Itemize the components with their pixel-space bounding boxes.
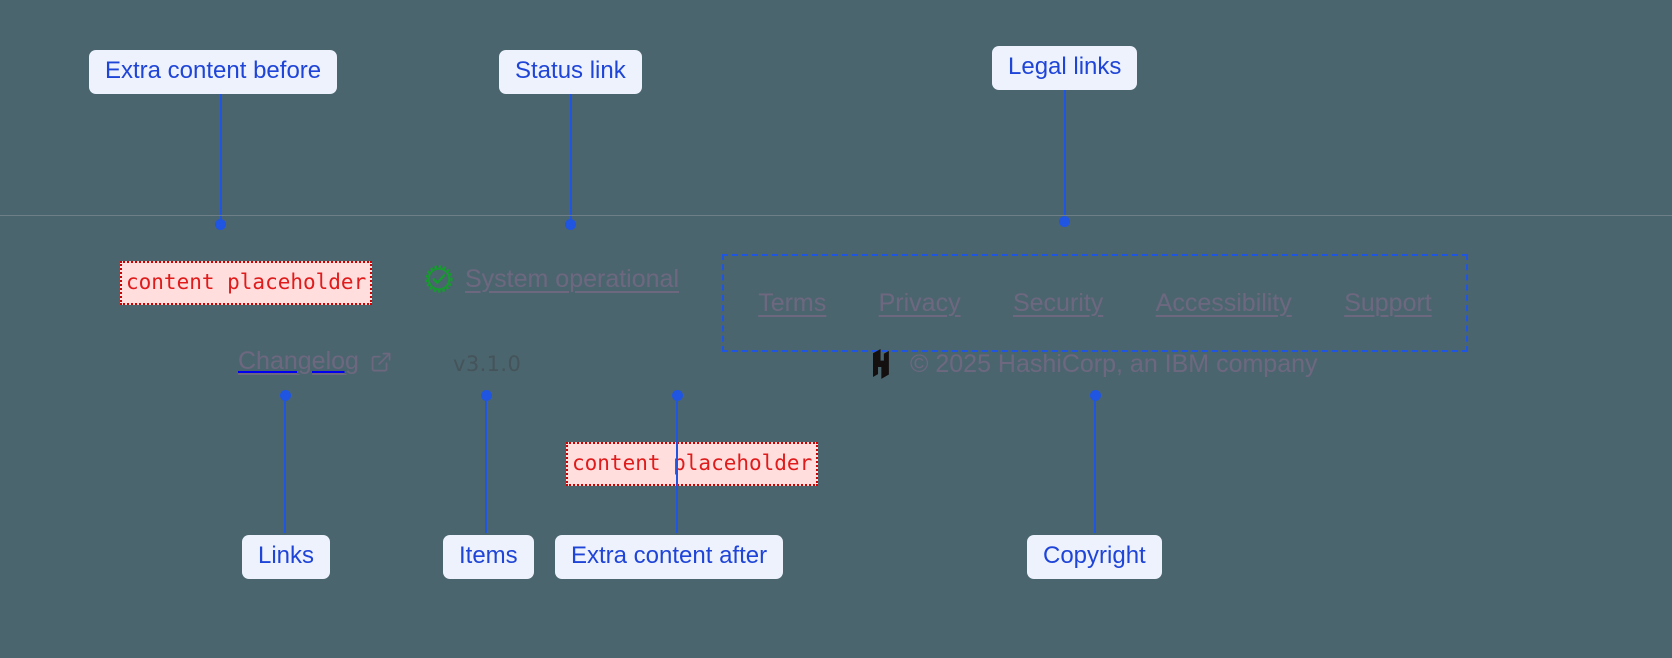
leader-dot-copyright <box>1090 390 1101 401</box>
legal-link-privacy[interactable]: Privacy <box>878 288 961 317</box>
copyright: © 2025 HashiCorp, an IBM company <box>866 348 1318 380</box>
leader-line-legal-links <box>1064 84 1066 221</box>
legal-links-list: Terms Privacy Security Accessibility Sup… <box>722 264 1468 342</box>
leader-line-status-link <box>570 88 572 224</box>
callout-items: Items <box>443 535 534 579</box>
callout-status-link: Status link <box>499 50 642 94</box>
callout-extra-content-before: Extra content before <box>89 50 338 94</box>
footer: content placeholder System operational T… <box>0 215 1672 615</box>
leader-dot-extra-after <box>672 390 683 401</box>
footer-row-secondary: Changelog v3.1.0 content placeholder © 2… <box>0 340 1672 486</box>
leader-line-items <box>485 398 487 533</box>
check-circle-icon <box>425 265 453 293</box>
slot-extra-content-after: content placeholder <box>566 442 819 486</box>
legal-link-accessibility[interactable]: Accessibility <box>1155 288 1292 317</box>
leader-dot-extra-before <box>215 219 226 230</box>
external-link-icon <box>371 352 391 371</box>
slot-extra-content-before: content placeholder <box>120 261 373 305</box>
leader-line-extra-after <box>676 398 678 533</box>
copyright-text: © 2025 HashiCorp, an IBM company <box>910 349 1318 378</box>
status-link[interactable]: System operational <box>424 264 679 294</box>
changelog-label: Changelog <box>238 347 359 375</box>
hashicorp-logo <box>873 349 889 379</box>
footer-row-primary: content placeholder System operational T… <box>0 250 1672 352</box>
leader-line-extra-before <box>220 88 222 224</box>
legal-link-support[interactable]: Support <box>1344 288 1432 317</box>
leader-line-links <box>284 398 286 533</box>
callout-links: Links <box>242 535 331 579</box>
version-label: v3.1.0 <box>453 352 522 376</box>
changelog-link[interactable]: Changelog <box>238 347 393 376</box>
legal-link-terms[interactable]: Terms <box>758 288 827 317</box>
leader-dot-status-link <box>565 219 576 230</box>
leader-dot-legal-links <box>1059 216 1070 227</box>
legal-links-highlight-box <box>722 254 1468 352</box>
callout-legal-links: Legal links <box>992 46 1138 90</box>
status-link-label: System operational <box>465 264 680 293</box>
callout-copyright: Copyright <box>1027 535 1162 579</box>
legal-link-security[interactable]: Security <box>1012 288 1104 317</box>
callout-extra-content-after: Extra content after <box>555 535 784 579</box>
leader-line-copyright <box>1094 398 1096 533</box>
leader-dot-links <box>280 390 291 401</box>
leader-dot-items <box>481 390 492 401</box>
